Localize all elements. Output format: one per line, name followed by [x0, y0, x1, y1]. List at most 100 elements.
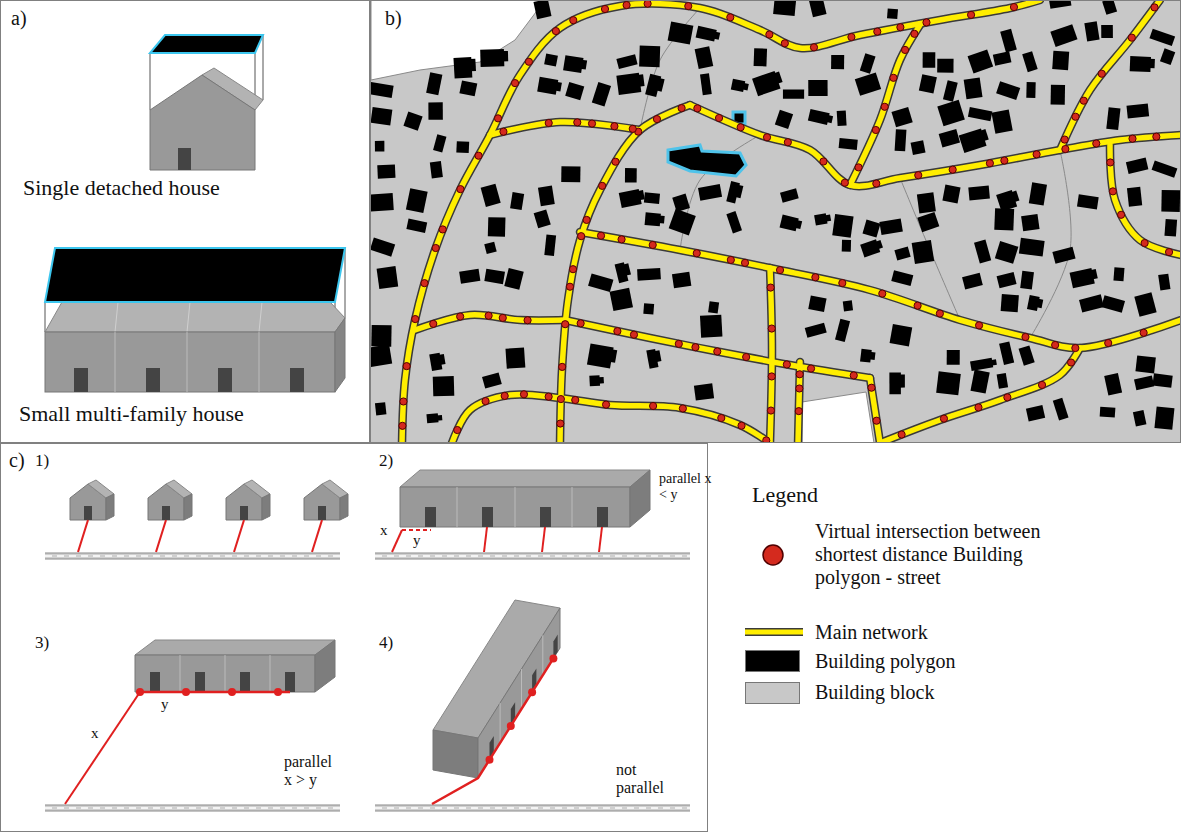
wall-divider: [180, 655, 181, 692]
intersection-dot: [874, 28, 881, 35]
small-house: [70, 480, 114, 520]
building-polygon: [510, 192, 524, 210]
building-polygon: [469, 59, 476, 72]
intersection-dot: [879, 290, 886, 297]
intersection-dot: [1067, 359, 1074, 366]
building-polygon: [936, 371, 961, 395]
building-polygon: [996, 81, 1020, 100]
roof-divider: [187, 302, 190, 332]
building: [371, 325, 391, 347]
building-polygon: [482, 372, 502, 388]
intersection-dot: [1010, 3, 1017, 10]
building-polygon: [1102, 0, 1117, 15]
legend-text: Virtual intersection between shortest di…: [815, 520, 1085, 589]
building: [668, 22, 694, 45]
intersection-dot: [412, 315, 419, 322]
road-casing: [580, 232, 1181, 348]
building: [563, 55, 587, 74]
building-polygon: [1052, 247, 1075, 264]
building: [377, 266, 399, 289]
intersection-dot: [482, 398, 489, 405]
panel-label: 2): [379, 451, 393, 471]
building-polygon: [970, 370, 989, 394]
building: [700, 73, 712, 95]
intersection-dot: [557, 420, 564, 427]
building-polygon: [997, 272, 1017, 288]
intersection-dot: [588, 120, 595, 127]
building: [1152, 373, 1172, 387]
building-polygon: [869, 352, 876, 360]
intersection-dot: [679, 405, 686, 412]
building-polygon: [808, 296, 826, 312]
building: [860, 349, 876, 363]
building: [588, 273, 613, 292]
building-polygon: [919, 74, 937, 93]
intersection-dot: [810, 44, 817, 51]
house-door: [540, 507, 551, 527]
intersection-dot: [1141, 239, 1148, 246]
house-door: [84, 506, 92, 520]
building-polygon: [598, 377, 604, 384]
building: [696, 26, 721, 43]
building: [1152, 161, 1178, 178]
intersection-dot: [566, 283, 573, 290]
building: [832, 214, 853, 238]
legend-dot-sample: [763, 545, 783, 565]
building-polygon: [643, 303, 654, 314]
distance-line: [402, 529, 431, 531]
road-casing: [490, 122, 640, 135]
building-polygon: [773, 0, 796, 16]
building: [996, 81, 1020, 100]
building: [814, 213, 831, 226]
building: [610, 288, 633, 311]
street: [45, 554, 340, 559]
building: [371, 344, 392, 367]
intersection-dot: [873, 417, 880, 424]
intersection-dot: [807, 365, 814, 372]
building: [1126, 158, 1149, 174]
building: [561, 166, 580, 182]
building: [780, 215, 803, 233]
wall-divider: [115, 332, 116, 392]
intersection-dot: [796, 371, 803, 378]
building: [1001, 294, 1019, 312]
building-polygon: [438, 354, 446, 365]
distance-line: [65, 692, 140, 804]
building: [1135, 355, 1155, 373]
building: [895, 129, 907, 151]
building: [889, 373, 905, 395]
building-polygon: [637, 190, 645, 200]
building: [1022, 51, 1037, 72]
building-polygon: [1000, 29, 1017, 53]
intersection-dot: [599, 182, 606, 189]
building: [991, 109, 1012, 133]
building: [1077, 194, 1099, 209]
house-door: [482, 507, 493, 527]
shortest-distance-lines: [78, 520, 322, 552]
house-roof: [322, 480, 348, 498]
building-polygon: [371, 82, 394, 98]
intersection-dot: [743, 353, 750, 360]
building-polygon: [1164, 219, 1177, 237]
distance-line: [156, 520, 166, 552]
intersection-dot: [524, 317, 531, 324]
intersection-dot: [727, 256, 734, 263]
building-polygon: [1053, 398, 1069, 421]
building: [855, 72, 881, 95]
intersection-dot: [552, 27, 559, 34]
building: [1026, 405, 1045, 421]
building-polygon: [1134, 292, 1156, 317]
building: [917, 212, 939, 232]
building: [504, 268, 524, 290]
building-polygon: [430, 161, 443, 178]
building-polygon: [911, 140, 926, 155]
building-polygon: [937, 100, 965, 126]
road: [880, 348, 1080, 443]
distance-line: [542, 527, 545, 552]
building-polygon: [1022, 51, 1037, 72]
intersection-dot: [649, 241, 656, 248]
intersection-dot: [727, 14, 734, 21]
building: [537, 77, 562, 96]
building: [1161, 190, 1180, 212]
